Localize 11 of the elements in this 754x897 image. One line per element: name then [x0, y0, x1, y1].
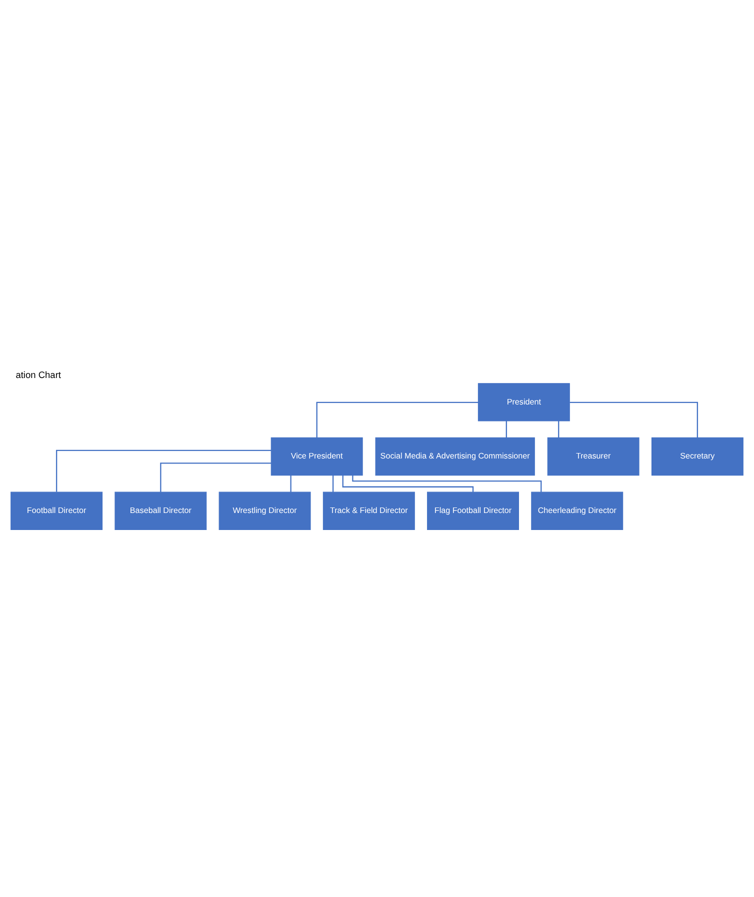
connector [506, 420, 507, 438]
connector [56, 449, 272, 492]
connector [316, 401, 478, 438]
connector [570, 401, 698, 438]
connector [352, 474, 542, 492]
connector [342, 474, 474, 492]
connector [558, 420, 560, 438]
diagram-title: ation Chart [16, 370, 61, 380]
connector [160, 462, 272, 492]
connector [332, 474, 334, 492]
connector [290, 474, 292, 492]
